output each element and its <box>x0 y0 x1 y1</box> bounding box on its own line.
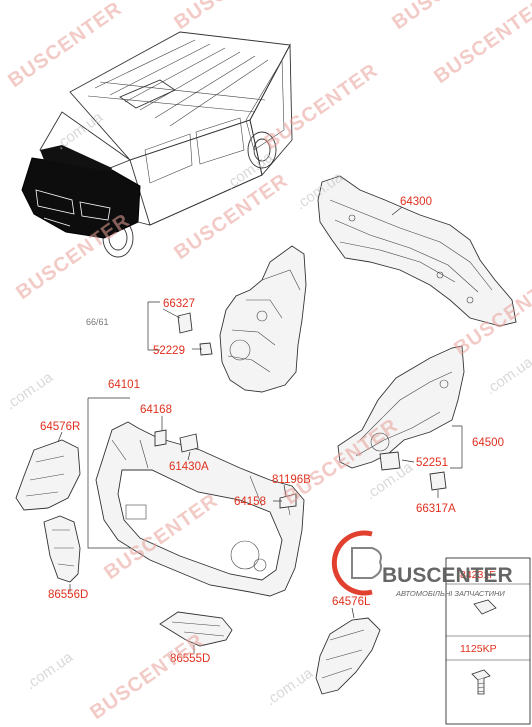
van-illustration <box>21 31 293 258</box>
watermark-domain: .com.ua <box>23 648 77 693</box>
part-86556D-bracket: 86556D <box>43 515 88 601</box>
label-52251: 52251 <box>416 457 448 469</box>
logo-text: BUSCENTER <box>382 564 513 587</box>
label-86556D: 86556D <box>48 589 88 601</box>
watermark-domain: .com.ua <box>483 353 532 398</box>
label-86555D: 86555D <box>170 653 210 665</box>
watermark-domain: .com.ua <box>3 368 57 413</box>
label-66317A: 66317A <box>416 503 456 515</box>
part-64576L-member: 64576L <box>315 596 381 695</box>
part-64500-apron-panel: 64500 52251 66317A <box>337 345 504 515</box>
watermark-domain: .com.ua <box>263 664 317 709</box>
part-64576R-member: 64576R <box>15 421 81 511</box>
fastener-reference-box: 84231F 1125KP <box>445 557 531 725</box>
watermark-text: BUSCENTER <box>86 630 208 725</box>
watermark-text: BUSCENTER <box>170 0 292 34</box>
label-81196B: 81196B <box>272 474 311 486</box>
label-64576L: 64576L <box>332 596 371 608</box>
part-64101-radiator-support: 64101 64168 61430A 81196B 64158 <box>87 379 311 597</box>
part-64300-dash-panel: 64300 <box>317 175 517 327</box>
label-64101: 64101 <box>108 379 140 391</box>
clip-icon <box>473 599 497 615</box>
watermark-text: BUSCENTER <box>4 0 126 92</box>
label-64576R: 64576R <box>40 421 80 433</box>
label-52229: 52229 <box>153 345 185 357</box>
label-61430A: 61430A <box>169 461 209 473</box>
watermark-text: BUSCENTER <box>260 60 382 155</box>
ghost-label: 66/61 <box>86 317 109 327</box>
label-66327: 66327 <box>163 298 195 310</box>
part-left-apron-panel: 66327 52229 66/61 <box>86 245 307 393</box>
label-64300: 64300 <box>400 196 432 208</box>
label-64500: 64500 <box>472 437 504 449</box>
label-64158: 64158 <box>234 496 266 508</box>
part-86555D-bracket: 86555D <box>159 611 233 665</box>
watermark-text: BUSCENTER <box>430 0 532 88</box>
label-64168: 64168 <box>140 404 172 416</box>
logo-tagline: АВТОМОБІЛЬНІ ЗАПЧАСТИНИ <box>395 589 505 598</box>
label-84231F: 84231F <box>460 569 496 581</box>
bolt-icon <box>471 669 491 695</box>
buscenter-logo: BUSCENTER АВТОМОБІЛЬНІ ЗАПЧАСТИНИ <box>331 530 513 598</box>
label-1125KP: 1125KP <box>460 643 497 655</box>
